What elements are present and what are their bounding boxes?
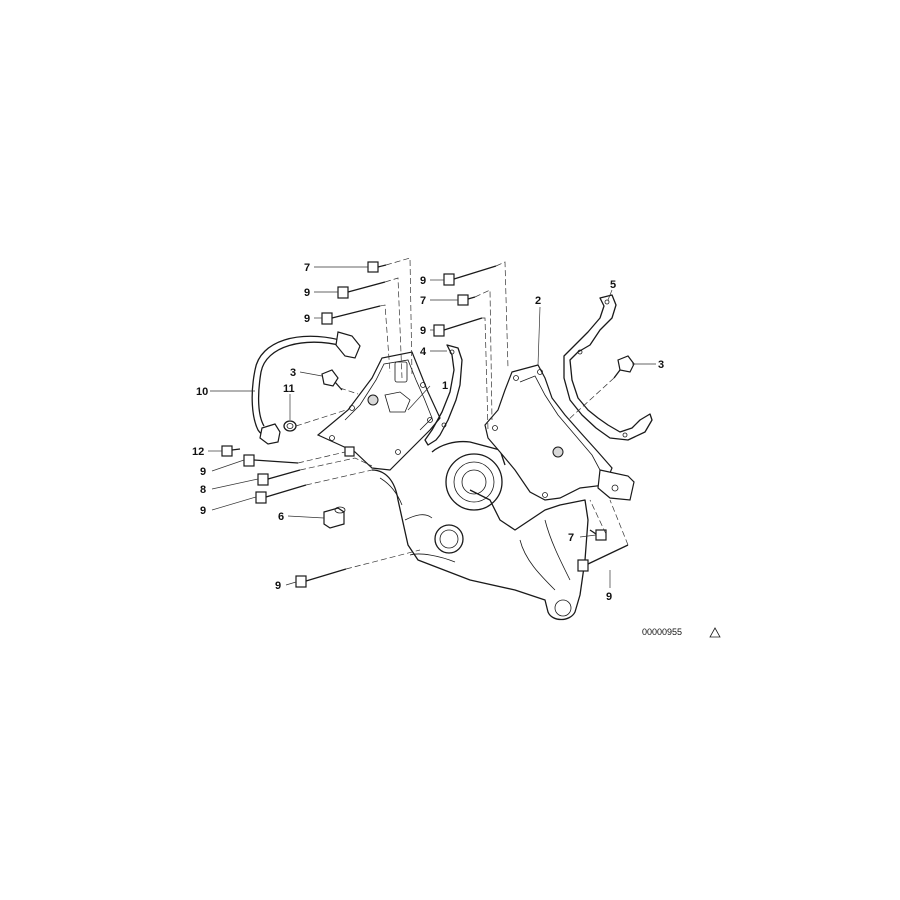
bolt-7-mid: [457, 294, 476, 306]
callout-10: 10: [196, 386, 208, 398]
callout-9: 9: [200, 505, 206, 517]
callout-8: 8: [200, 484, 206, 496]
callout-11: 11: [283, 383, 295, 395]
callout-3: 3: [290, 367, 296, 379]
callout-9: 9: [200, 466, 206, 478]
engine-block-housing: [371, 440, 589, 621]
gasket-left: [424, 344, 463, 446]
timing-cover-right: [484, 364, 613, 501]
callout-9: 9: [420, 275, 426, 287]
bolt-9-h: [577, 544, 629, 572]
sensor-left: [321, 369, 343, 391]
timing-cover-upper-left: [316, 351, 441, 471]
bolt-9-g: [295, 568, 347, 588]
callout-9: 9: [304, 313, 310, 325]
bolt-9-f: [255, 484, 307, 504]
bolt-9-e: [243, 454, 299, 467]
diagram-reference-code: 00000955: [642, 627, 682, 637]
cover-bracket-right: [597, 469, 635, 501]
callout-2: 2: [535, 295, 541, 307]
callout-3: 3: [658, 359, 664, 371]
callout-9: 9: [304, 287, 310, 299]
leader-lines: [208, 266, 656, 588]
callout-6: 6: [278, 511, 284, 523]
warning-triangle-icon: [709, 627, 721, 638]
callout-7: 7: [420, 295, 426, 307]
bolt-9-d: [433, 317, 483, 337]
callout-12: 12: [192, 446, 204, 458]
o-ring: [283, 420, 297, 432]
bolt-8: [257, 469, 301, 486]
callout-7: 7: [304, 262, 310, 274]
callout-9: 9: [275, 580, 281, 592]
callout-labels: 7 9 9 3 11 10 1 12 9 8 9 6 9 9 7 9 4 2 5…: [192, 262, 664, 603]
bolt-9-b: [321, 305, 381, 325]
bolt-7-right: [589, 529, 607, 541]
callout-9: 9: [606, 591, 612, 603]
callout-9: 9: [420, 325, 426, 337]
callout-4: 4: [420, 346, 427, 358]
bolt-9-c: [443, 265, 497, 286]
callout-5: 5: [610, 279, 616, 291]
bolt-12: [221, 445, 241, 457]
bolt-7-top-left: [367, 261, 387, 273]
sensor-right: [613, 355, 635, 379]
callout-1: 1: [442, 380, 448, 392]
bolt-9-a: [337, 281, 386, 299]
sensor-cable: [251, 331, 361, 445]
dowel-sleeve: [323, 506, 346, 529]
callout-7: 7: [568, 532, 574, 544]
alignment-lines: [295, 257, 629, 570]
gasket-right: [563, 294, 653, 441]
